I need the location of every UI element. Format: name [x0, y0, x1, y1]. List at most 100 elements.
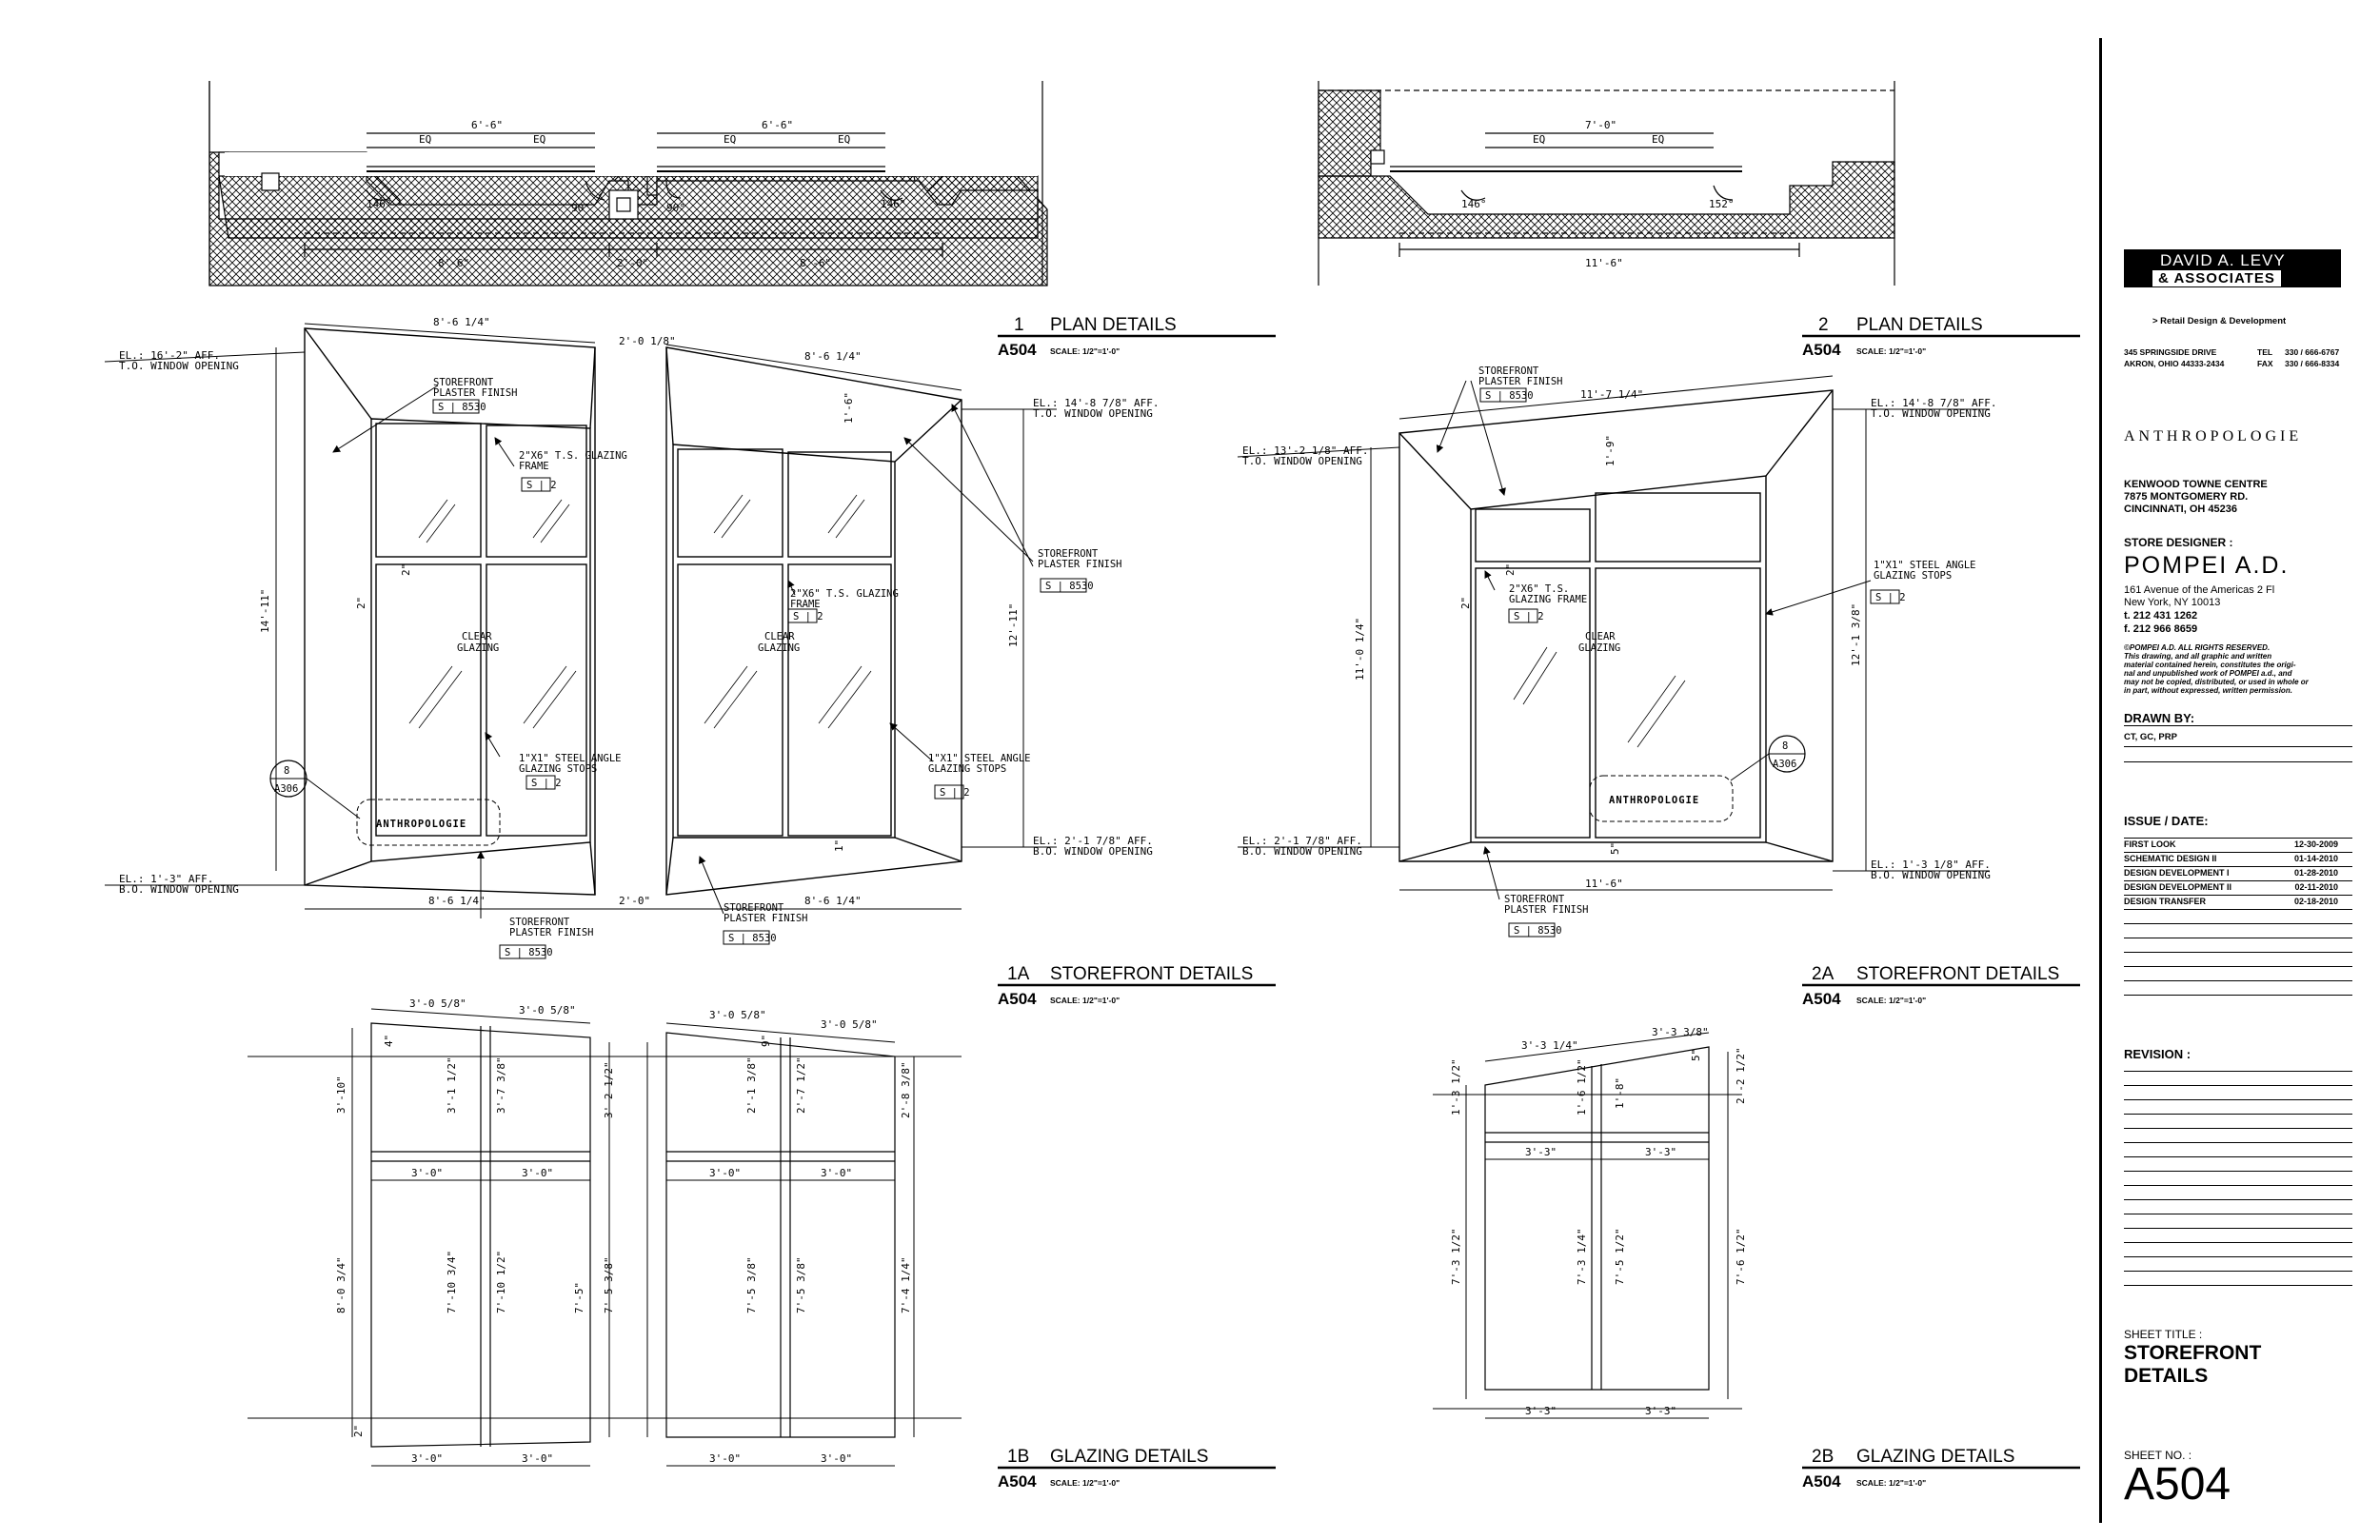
glaz1b-upper-height: 2'-1 3/8" — [745, 1056, 758, 1114]
elev1a-plaster-note: STOREFRONT — [433, 377, 494, 388]
plan1-angle: 146° — [881, 198, 906, 210]
plan1-angle: 146° — [367, 198, 392, 210]
elev2a-right-height: 12'-1 3/8" — [1850, 603, 1862, 666]
glaz1b-top-dim: 3'-0 5/8" — [519, 1004, 576, 1017]
elev1a-plaster-note: PLASTER FINISH — [1038, 559, 1122, 570]
view-2-number: 2 — [1818, 315, 1829, 335]
elev2a-left-height: 11'-0 1/4" — [1354, 618, 1366, 681]
elev1a-bottom-dim: 2'-0" — [619, 895, 650, 907]
glaz1b-lower-height: 7'-10 3/4" — [446, 1251, 458, 1313]
sheet-number: A504 — [2124, 1459, 2231, 1510]
glaz2b-upper-height: 1'-6 1/2" — [1576, 1058, 1588, 1116]
elev1a-frame-note: 2"X6" T.S. GLAZING — [519, 450, 627, 462]
elev2a-frame-note: 2"X6" T.S. — [1509, 583, 1569, 595]
site-line-2: 7875 MONTGOMERY RD. — [2124, 491, 2249, 503]
site-line-1: KENWOOD TOWNE CENTRE — [2124, 479, 2268, 490]
glaz2b-lower-height: 7'-6 1/2" — [1735, 1228, 1747, 1285]
copyright-line: nal and unpublished work of POMPEI a.d.,… — [2124, 669, 2292, 678]
elev2a-el-bot-right-sub: B.O. WINDOW OPENING — [1871, 869, 1991, 881]
glaz1b-lower-height: 8'-0 3/4" — [335, 1256, 347, 1313]
view-1a-sheet: A504 — [998, 990, 1037, 1008]
plan1-eq: EQ — [533, 133, 545, 146]
view-1a-title: STOREFRONT DETAILS — [1050, 964, 1253, 984]
glaz1b-upper-height: 3'-2 1/2" — [603, 1061, 615, 1118]
view-2b-sheet: A504 — [1802, 1472, 1841, 1491]
plan1-angle: 90° — [571, 202, 590, 214]
elev1a-small-dim: 1" — [833, 839, 845, 852]
glaz1b-top-dim: 3'-0 5/8" — [709, 1009, 766, 1021]
view-1-sheet: A504 — [998, 341, 1037, 359]
elev1a-frame-note: FRAME — [790, 599, 821, 610]
firm-name-line2: & ASSOCIATES — [2152, 270, 2281, 286]
elev2a-clear: CLEAR — [1585, 631, 1616, 642]
glaz2b-lower-height: 7'-3 1/2" — [1450, 1228, 1462, 1285]
glaz2b-lower-height: 7'-3 1/4" — [1576, 1228, 1588, 1285]
elev2a-sign: ANTHROPOLOGIE — [1609, 795, 1699, 806]
elev2a-top-dim: 11'-7 1/4" — [1580, 388, 1643, 401]
elev1a-stops-note: 1"X1" STEEL ANGLE — [519, 753, 621, 764]
elev1a-el-bot-right: EL.: 2'-1 7/8" AFF. — [1033, 835, 1153, 847]
firm-address-1: 345 SPRINGSIDE DRIVE — [2124, 347, 2217, 357]
glaz2b-bot-dim: 3'-3" — [1645, 1405, 1676, 1417]
plan1-eq: EQ — [838, 133, 850, 146]
glaz1b-upper-height: 3'-1 1/2" — [446, 1056, 458, 1114]
elev1a-top-dim: 2'-0 1/8" — [619, 335, 676, 347]
view-1-number: 1 — [1014, 315, 1024, 335]
firm-name-line1: DAVID A. LEVY — [2160, 251, 2286, 269]
plan2-bottom-dim: 11'-6" — [1585, 257, 1623, 269]
plan1-bottom-dim: 8'-6" — [438, 257, 469, 269]
view-1a-number: 1A — [1007, 964, 1030, 984]
glaz1b-small: 4" — [383, 1035, 395, 1047]
elev1a-clear: CLEAR — [462, 631, 492, 642]
elev1a-plaster-tag: S | 8530 — [728, 933, 777, 944]
elev2a-plaster-note: PLASTER FINISH — [1504, 904, 1589, 916]
plan1-angle: 90° — [666, 202, 685, 214]
elev1a-plaster-note: PLASTER FINISH — [724, 913, 808, 924]
elev2a-stops-tag: S | 2 — [1875, 592, 1906, 603]
elev1a-section-num: 8 — [284, 765, 289, 777]
elev2a-el-top-right-sub: T.O. WINDOW OPENING — [1871, 407, 1991, 420]
glaz1b-bot-dim: 3'-0" — [522, 1452, 553, 1465]
elev1a-plaster-note: PLASTER FINISH — [433, 387, 518, 399]
glaz1b-lower-height: 7'-5 3/8" — [603, 1256, 615, 1313]
elev2a-small-dim: 2" — [1459, 597, 1472, 609]
elev1a-el-top-right: EL.: 14'-8 7/8" AFF. — [1033, 397, 1159, 409]
glaz1b-mid-dim: 3'-0" — [411, 1167, 443, 1179]
elev1a-small-dim: 2" — [400, 563, 412, 576]
view-2b-number: 2B — [1812, 1447, 1834, 1467]
plan2-eq: EQ — [1533, 133, 1545, 146]
fax-label: FAX — [2257, 359, 2273, 368]
elev2a-plaster-note: PLASTER FINISH — [1478, 376, 1563, 387]
glaz1b-lower-height: 7'-10 1/2" — [495, 1251, 507, 1313]
view-2a-scale: SCALE: 1/2"=1'-0" — [1856, 996, 1926, 1005]
glaz1b-lower-height: 7'-5 3/8" — [795, 1256, 807, 1313]
elev2a-frame-tag: S | 2 — [1514, 611, 1544, 622]
client-name: ANTHROPOLOGIE — [2124, 428, 2303, 444]
view-2a-sheet: A504 — [1802, 990, 1841, 1008]
elev2a-plaster-note: STOREFRONT — [1504, 894, 1565, 905]
glaz1b-small: 9" — [760, 1035, 772, 1047]
glaz1b-mid-dim: 3'-0" — [821, 1167, 852, 1179]
glaz1b-mid-dim: 3'-0" — [709, 1167, 741, 1179]
plan1-top-dim: 6'-6" — [762, 119, 793, 131]
elev1a-clear: CLEAR — [764, 631, 795, 642]
view-2-sheet: A504 — [1802, 341, 1841, 359]
glaz2b-upper-height: 1'-8" — [1614, 1077, 1626, 1109]
glaz1b-small: 2" — [352, 1425, 365, 1437]
elev1a-bottom-dim: 8'-6 1/4" — [804, 895, 862, 907]
view-2b-title: GLAZING DETAILS — [1856, 1447, 2014, 1467]
elev1a-el-top-left: EL.: 16'-2" AFF. — [119, 349, 220, 362]
elev1a-plaster-tag: S | 8530 — [505, 947, 553, 958]
elev1a-stops-note: GLAZING STOPS — [519, 763, 597, 775]
sheet-no-label: SHEET NO. : — [2124, 1449, 2192, 1462]
glaz1b-top-dim: 3'-0 5/8" — [409, 997, 466, 1010]
plan-detail-2 — [1318, 81, 1895, 286]
glaz1b-upper-height: 3'-7 3/8" — [495, 1056, 507, 1114]
firm-logo: DAVID A. LEVY & ASSOCIATES — [2124, 249, 2341, 287]
view-1a-scale: SCALE: 1/2"=1'-0" — [1050, 996, 1120, 1005]
glaz2b-top-dim: 3'-3 1/4" — [1521, 1039, 1578, 1052]
glazing-detail-1b — [248, 1008, 962, 1467]
elev2a-plaster-note: STOREFRONT — [1478, 365, 1539, 377]
plan1-bottom-dim: 2'-0" — [617, 257, 648, 269]
tel-label: TEL — [2257, 347, 2273, 357]
